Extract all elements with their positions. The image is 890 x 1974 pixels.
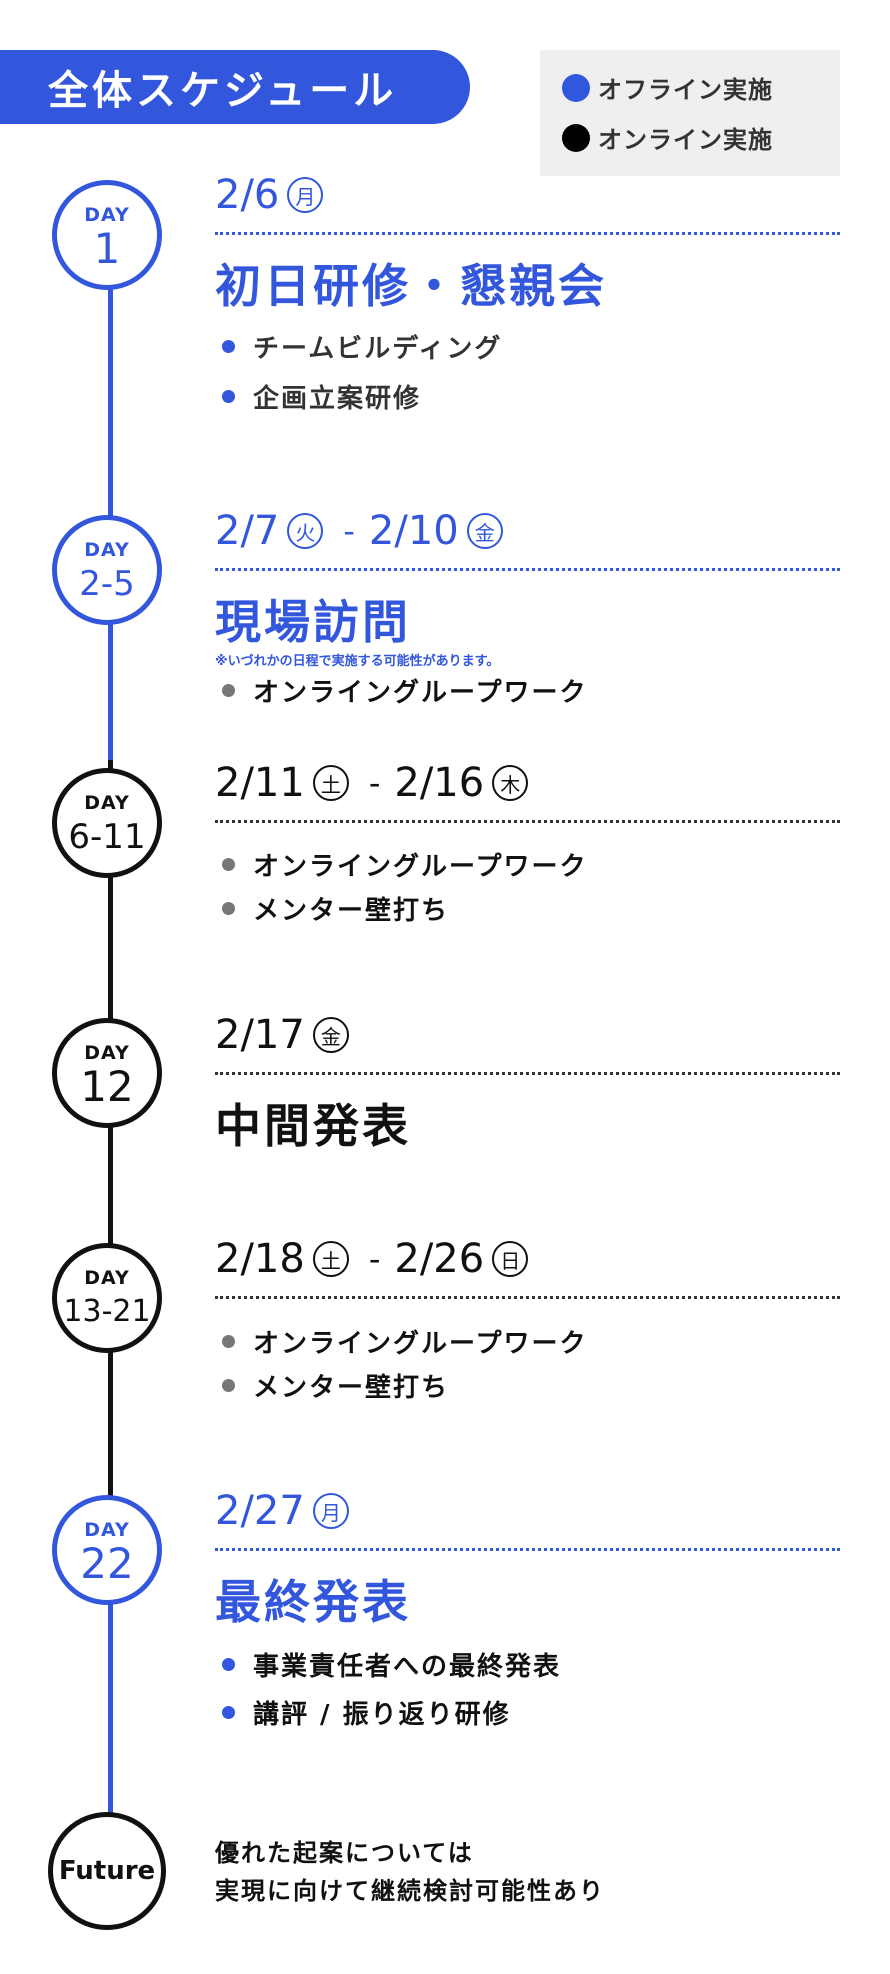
list-item: チームビルディング [222,328,502,365]
day-number: 2-5 [79,564,135,604]
legend-online: オンライン実施 [562,120,773,155]
day-label: DAY [84,1519,130,1541]
list-item: 事業責任者への最終発表 [222,1646,561,1683]
bullet-icon [222,1658,235,1671]
legend: オフライン実施 オンライン実施 [540,50,840,176]
legend-offline-label: オフライン実施 [598,76,773,104]
list-item-label: 講評 / 振り返り研修 [253,1700,511,1730]
date-start: 2/7 [215,508,280,554]
bullet-icon [222,902,235,915]
section-heading: 初日研修・懇親会 [215,259,607,313]
bullet-icon [222,858,235,871]
divider [215,1072,840,1075]
online-dot-icon [562,123,590,152]
page-title: 全体スケジュール [0,50,470,124]
day-number: 12 [80,1062,134,1111]
future-note: 優れた起案については 実現に向けて継続検討可能性あり [215,1834,605,1910]
date-end: 2/10 [368,508,459,554]
list-item: メンター壁打ち [222,890,449,927]
day-number: 22 [80,1539,134,1588]
date-range: 2/7 火 - 2/10 金 [215,508,509,554]
list-item: オンライングループワーク [222,846,587,883]
list-item-label: オンライングループワーク [253,678,588,708]
bullet-icon [222,390,235,403]
date-range: 2/17 金 [215,1012,355,1058]
date-range: 2/27 月 [215,1488,355,1534]
day-number: 6-11 [68,817,146,857]
date-start: 2/11 [215,760,305,806]
bullet-icon [222,340,235,353]
future-line-1: 優れた起案については [215,1839,474,1867]
list-item: オンライングループワーク [222,672,587,709]
timeline-line-online [108,760,113,1540]
divider [215,232,840,235]
list-item-label: 企画立案研修 [253,384,422,414]
weekday-badge: 木 [492,765,529,801]
bullet-icon [222,1379,235,1392]
weekday-badge: 金 [466,513,503,549]
timeline-line-offline [108,230,113,760]
date-start: 2/27 [215,1488,305,1534]
date-end: 2/16 [394,760,485,806]
bullet-icon [222,684,235,697]
bullet-icon [222,1335,235,1348]
date-range: 2/11 土 - 2/16 木 [215,760,534,806]
day-label: DAY [84,792,130,814]
list-item: 企画立案研修 [222,378,421,415]
legend-online-label: オンライン実施 [598,126,773,154]
weekday-badge: 月 [287,177,324,213]
list-item-label: 事業責任者への最終発表 [253,1652,562,1682]
date-end: 2/26 [394,1236,485,1282]
day-label: DAY [84,1042,130,1064]
day-marker-6-11: DAY 6-11 [52,768,162,878]
date-separator: - [368,1240,381,1278]
bullet-icon [222,1706,235,1719]
day-label: DAY [84,1267,130,1289]
day-marker-12: DAY 12 [52,1018,162,1128]
date-start: 2/6 [215,172,280,218]
future-label: Future [58,1856,156,1886]
day-number: 13-21 [63,1294,151,1329]
future-marker: Future [48,1812,166,1930]
list-item-label: オンライングループワーク [253,852,588,882]
day-number: 1 [93,224,121,273]
schedule-note: ※いづれかの日程で実施する可能性があります。 [215,654,500,669]
list-item: 講評 / 振り返り研修 [222,1694,511,1731]
date-separator: - [368,764,381,802]
list-item-label: メンター壁打ち [253,1373,450,1403]
day-marker-2-5: DAY 2-5 [52,515,162,625]
date-start: 2/18 [215,1236,305,1282]
divider [215,820,840,823]
offline-dot-icon [562,73,590,102]
weekday-badge: 月 [312,1493,349,1529]
weekday-badge: 日 [492,1241,529,1277]
list-item-label: オンライングループワーク [253,1329,588,1359]
date-separator: - [343,512,355,550]
list-item-label: メンター壁打ち [253,896,450,926]
date-range: 2/18 土 - 2/26 日 [215,1236,534,1282]
section-heading: 中間発表 [215,1099,411,1153]
divider [215,1548,840,1551]
day-marker-1: DAY 1 [52,180,162,290]
weekday-badge: 火 [287,513,324,549]
timeline-line-final [108,1540,113,1840]
section-heading: 最終発表 [215,1575,411,1629]
day-marker-22: DAY 22 [52,1495,162,1605]
date-start: 2/17 [215,1012,305,1058]
date-range: 2/6 月 [215,172,329,218]
future-line-2: 実現に向けて継続検討可能性あり [215,1877,605,1905]
list-item-label: チームビルディング [253,334,503,364]
day-label: DAY [84,539,130,561]
day-label: DAY [84,204,130,226]
weekday-badge: 金 [312,1017,349,1053]
divider [215,568,840,571]
day-marker-13-21: DAY 13-21 [52,1243,162,1353]
legend-offline: オフライン実施 [562,70,773,105]
divider [215,1296,840,1299]
weekday-badge: 土 [312,1241,349,1277]
section-heading: 現場訪問 [215,595,411,649]
list-item: メンター壁打ち [222,1367,449,1404]
list-item: オンライングループワーク [222,1323,587,1360]
weekday-badge: 土 [312,765,349,801]
